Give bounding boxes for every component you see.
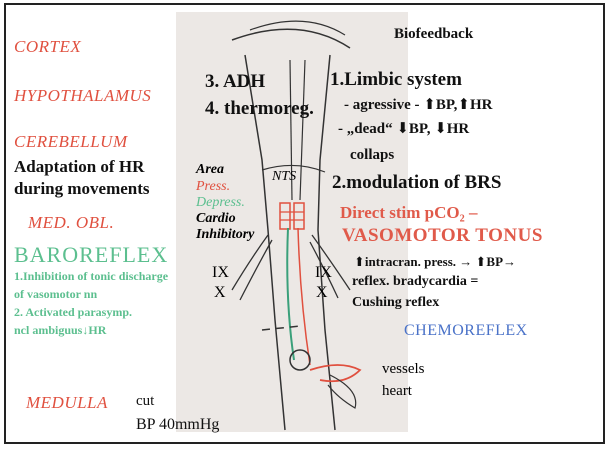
label-med-obl: MED. OBL. [28,214,114,232]
limbic-agressive: - agressive - ⬆BP,⬆HR [344,98,492,114]
label-chemoreflex: CHEMOREFLEX [404,323,528,340]
limbic-collaps: collaps [350,148,394,164]
vessel-loop [310,365,360,381]
label-bp-40: BP 40mmHg [136,417,219,434]
label-nts: NTS [272,170,296,185]
label-medulla: MEDULLA [26,394,108,412]
baroreflex-point-1a: 1.Inhibition of tonic discharge [14,270,168,283]
label-direct-stim: Direct stim pCO₂ – [340,204,477,222]
label-press: Press. [196,180,230,195]
limbic-dead: - „dead“ ⬇BP, ⬇HR [338,122,469,138]
sympathetic-path [298,228,310,365]
nucleus-grid-right [294,203,304,229]
label-depress: Depress. [196,196,245,211]
baroreflex-point-2b: ncl ambiguus↓HR [14,324,106,337]
adaptation-line-2: during movements [14,180,150,198]
ascending-tract [300,60,305,200]
label-thermoreg: 4. thermoreg. [205,99,314,119]
baroreflex-point-2a: 2. Activated parasymp. [14,306,132,319]
label-modulation-brs: 2.modulation of BRS [332,173,501,193]
label-cushing-reflex: Cushing reflex [352,296,439,311]
label-vasomotor-tonus: VASOMOTOR TONUS [342,226,543,246]
label-inhibitory: Inhibitory [196,228,254,243]
label-hypothalamus: HYPOTHALAMUS [14,87,151,105]
brainstem-outline-right [318,55,335,430]
label-limbic-system: 1.Limbic system [330,70,462,90]
vagal-efferent-path [287,228,294,360]
label-nerve-ix-left: IX [212,265,229,282]
nucleus-grid-left [280,203,290,229]
label-cut: cut [136,394,154,410]
label-intracran-press: ⬆intracran. press. → ⬆BP→ [354,255,516,269]
label-adh: 3. ADH [205,72,265,92]
cut-line [262,326,300,330]
label-nerve-ix-right: IX [315,265,332,282]
label-nerve-x-left: X [214,285,226,302]
label-reflex-bradycardia: reflex. bradycardia = [352,275,478,290]
adaptation-line-1: Adaptation of HR [14,158,144,176]
label-nerve-x-right: X [316,285,328,302]
cortex-arc [232,29,350,48]
baroreflex-point-1b: of vasomotor nn [14,288,97,301]
label-baroreflex: BAROREFLEX [14,243,168,266]
label-area: Area [196,163,224,178]
cortex-arc-2 [250,21,345,35]
label-biofeedback: Biofeedback [394,27,473,43]
label-vessels: vessels [382,362,425,378]
label-cortex: CORTEX [14,38,81,56]
label-heart: heart [382,384,412,400]
label-cerebellum: CEREBELLUM [14,133,128,151]
label-cardio: Cardio [196,212,236,227]
